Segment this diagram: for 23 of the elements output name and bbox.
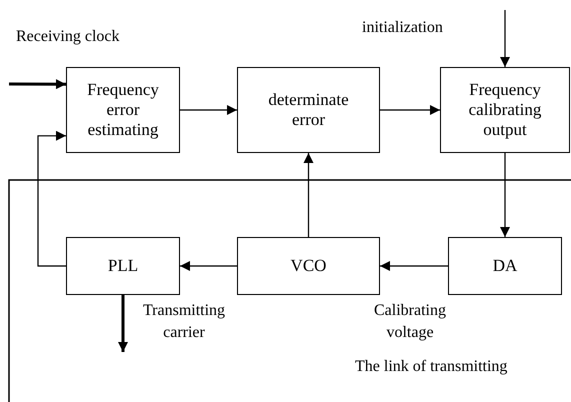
process-box [66,237,180,295]
process-box [440,67,570,153]
process-box [237,67,380,153]
process-box [448,237,562,295]
arrow [180,261,237,271]
box-label: DA [492,256,518,276]
box-label: determinate error [267,90,350,130]
arrow [118,295,128,352]
arrow [380,105,440,115]
box-label: PLL [108,256,138,276]
box-label: Frequency error estimating [86,80,160,140]
region-label: The link of transmitting [355,357,508,377]
arrow [9,79,66,90]
arrow [37,130,66,267]
arrow [180,105,237,115]
arrow [500,10,510,67]
arrow [380,261,448,271]
arrow [304,153,314,237]
arrow [500,153,510,237]
box-label: Frequency calibrating output [468,80,542,140]
process-box [66,67,180,153]
box-label: VCO [290,256,326,276]
process-box [237,237,380,295]
